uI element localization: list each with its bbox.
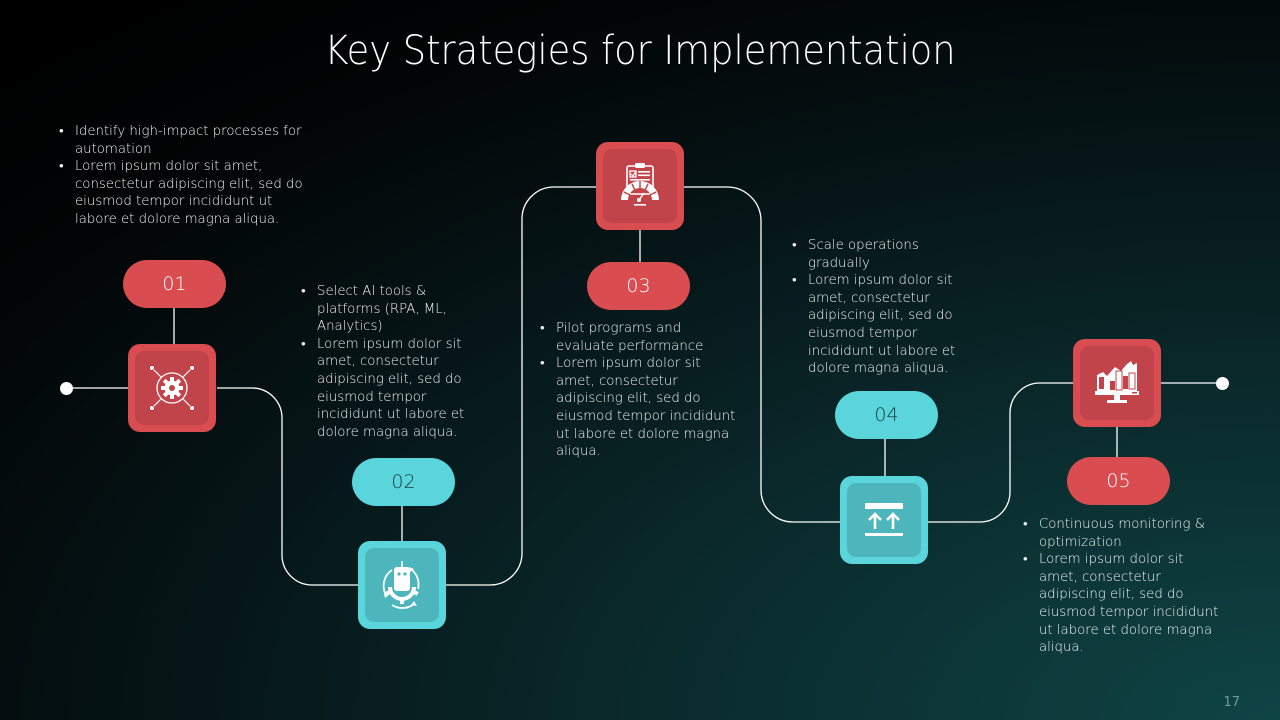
step-01-bullet-1: Identify high-impact processes for autom… <box>56 123 306 158</box>
step-02-description: Select AI tools & platforms (RPA, ML, An… <box>298 283 488 441</box>
step-03-icon-box <box>596 142 684 230</box>
clipboard-gauge-icon <box>621 163 659 206</box>
slide-title: Key Strategies for Implementation <box>324 28 956 74</box>
step-05-bullet-2: Lorem ipsum dolor sit amet, consectetur … <box>1020 551 1220 657</box>
step-02-icon-box <box>358 541 446 629</box>
step-03-number-pill: 03 <box>587 262 690 310</box>
end-dot <box>1216 377 1229 390</box>
step-02-number-pill: 02 <box>352 458 455 506</box>
page-number: 17 <box>1223 695 1240 710</box>
step-01-number-pill: 01 <box>123 260 226 308</box>
step-03-bullet-2: Lorem ipsum dolor sit amet, consectetur … <box>537 355 737 461</box>
step-05-description: Continuous monitoring & optimization Lor… <box>1020 516 1220 657</box>
step-01-description: Identify high-impact processes for autom… <box>56 123 306 229</box>
monitor-analytics-icon <box>1095 361 1139 403</box>
step-04-bullet-2: Lorem ipsum dolor sit amet, consectetur … <box>789 272 979 378</box>
step-01-icon-box <box>128 344 216 432</box>
step-02-bullet-2: Lorem ipsum dolor sit amet, consectetur … <box>298 336 488 442</box>
step-04-number-pill: 04 <box>835 391 938 439</box>
step-04-description: Scale operations gradually Lorem ipsum d… <box>789 237 979 378</box>
step-03-description: Pilot programs and evaluate performance … <box>537 320 737 461</box>
gear-convergence-icon <box>150 366 194 410</box>
step-05-icon-box <box>1073 339 1161 427</box>
step-02-bullet-1: Select AI tools & platforms (RPA, ML, An… <box>298 283 488 336</box>
robot-gear-icon <box>382 561 420 609</box>
scale-up-arrows-icon <box>865 503 903 536</box>
step-01-bullet-2: Lorem ipsum dolor sit amet, consectetur … <box>56 158 306 228</box>
step-05-number-pill: 05 <box>1067 457 1170 505</box>
start-dot <box>60 382 73 395</box>
step-04-icon-box <box>840 476 928 564</box>
step-03-bullet-1: Pilot programs and evaluate performance <box>537 320 737 355</box>
step-04-bullet-1: Scale operations gradually <box>789 237 979 272</box>
step-05-bullet-1: Continuous monitoring & optimization <box>1020 516 1220 551</box>
